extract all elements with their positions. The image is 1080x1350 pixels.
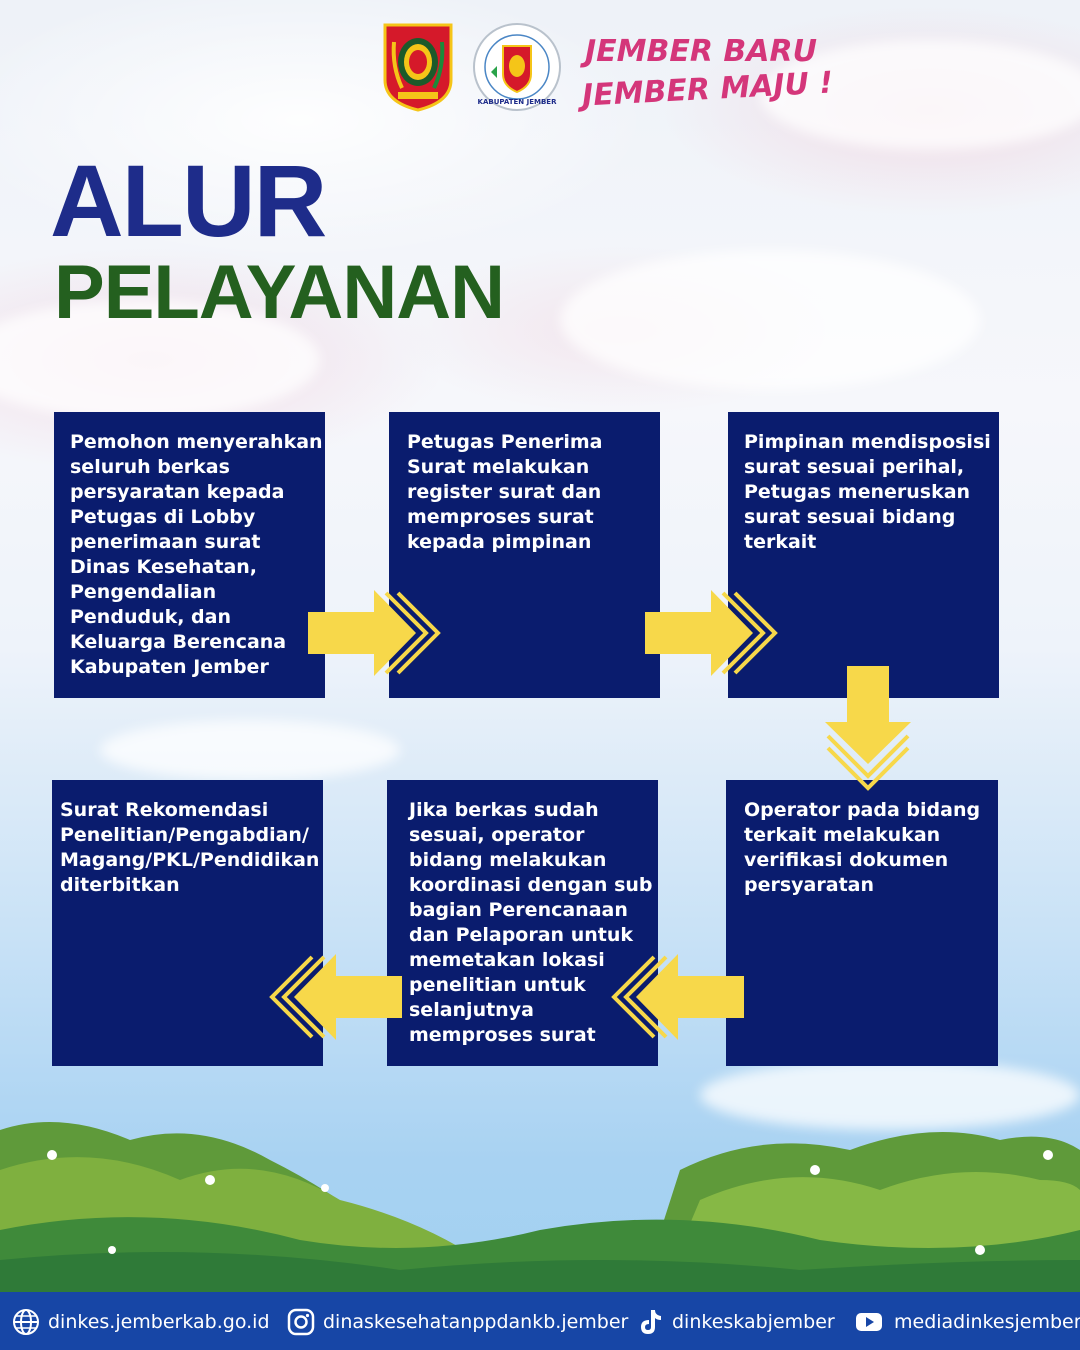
arrow-left-1 — [611, 954, 744, 1040]
arrow-left-2 — [269, 954, 402, 1040]
header-logos: KABUPATEN JEMBER JEMBER BARU JEMBER MAJU… — [0, 22, 1080, 122]
step-5-line: bagian Perencanaan — [409, 899, 628, 921]
step-5-line: penelitian untuk — [409, 974, 586, 996]
step-1-line: seluruh berkas — [70, 456, 230, 478]
footer-tiktok-link[interactable]: dinkeskabjember — [636, 1308, 835, 1336]
step-5-line: koordinasi dengan sub — [409, 874, 653, 896]
step-6-line: Magang/PKL/Pendidikan — [60, 849, 320, 871]
step-2-line: kepada pimpinan — [407, 531, 592, 553]
step-5-line: memetakan lokasi — [409, 949, 605, 971]
step-1-line: penerimaan surat — [70, 531, 261, 553]
step-6-line: diterbitkan — [60, 874, 180, 896]
step-box-1: Pemohon menyerahkan seluruh berkas persyar… — [54, 412, 325, 698]
footer-website-link[interactable]: dinkes.jemberkab.go.id — [12, 1308, 270, 1336]
step-5-line: Jika berkas sudah — [409, 799, 599, 821]
step-2-line: Surat melakukan — [407, 456, 590, 478]
step-5-line: dan Pelaporan untuk — [409, 924, 633, 946]
footer-youtube-text: mediadinkesjember — [894, 1311, 1080, 1333]
step-1-line: persyaratan kepada — [70, 481, 285, 503]
step-6-line: Penelitian/Pengabdian/ — [60, 824, 309, 846]
tiktok-icon — [641, 1310, 661, 1334]
cloud — [100, 720, 400, 780]
regency-emblem-logo — [383, 23, 453, 112]
step-1-line: Kabupaten Jember — [70, 656, 269, 678]
seal-text: KABUPATEN JEMBER — [478, 98, 558, 106]
step-3-line: Pimpinan mendisposisi — [744, 431, 991, 453]
step-3-text: Pimpinan mendisposisi surat sesuai periha… — [744, 430, 991, 555]
cloud — [760, 40, 1080, 150]
footer-instagram-text: dinaskesehatanppdankb.jember — [323, 1311, 629, 1333]
footer-website-text: dinkes.jemberkab.go.id — [48, 1311, 270, 1333]
arrow-down — [825, 666, 911, 791]
step-5-line: selanjutnya — [409, 999, 534, 1021]
step-2-line: Petugas Penerima — [407, 431, 603, 453]
step-1-line: Petugas di Lobby — [70, 506, 256, 528]
step-1-text: Pemohon menyerahkan seluruh berkas persyar… — [70, 430, 323, 680]
step-6-line: Surat Rekomendasi — [60, 799, 269, 821]
step-box-4: Operator pada bidang terkait melakukan ver… — [726, 780, 998, 1066]
footer-youtube-link[interactable]: mediadinkesjember — [852, 1308, 1080, 1336]
step-1-line: Keluarga Berencana — [70, 631, 287, 653]
step-3-line: Petugas meneruskan — [744, 481, 971, 503]
footer-bar: dinkes.jemberkab.go.id dinaskesehatanppd… — [0, 1292, 1080, 1350]
step-3-line: surat sesuai perihal, — [744, 456, 965, 478]
slogan-line2: JEMBER MAJU ! — [581, 65, 834, 114]
cloud — [700, 1060, 1080, 1130]
step-5-line: memproses surat — [409, 1024, 596, 1046]
page-subtitle: PELAYANAN — [54, 250, 505, 335]
step-4-line: Operator pada bidang — [744, 799, 981, 821]
step-box-5: Jika berkas sudah sesuai, operator bidang … — [387, 780, 658, 1066]
step-1-line: Dinas Kesehatan, — [70, 556, 258, 578]
step-5-text: Jika berkas sudah sesuai, operator bidang … — [409, 798, 653, 1048]
footer-tiktok-text: dinkeskabjember — [672, 1311, 835, 1333]
cloud — [560, 250, 980, 390]
dinkes-seal-logo: KABUPATEN JEMBER — [473, 23, 561, 111]
step-1-line: Pemohon menyerahkan — [70, 431, 323, 453]
arrow-right-1 — [308, 590, 441, 676]
globe-icon — [13, 1309, 39, 1335]
green-hills-illustration — [0, 1122, 1080, 1295]
step-5-line: bidang melakukan — [409, 849, 607, 871]
step-4-line: verifikasi dokumen — [744, 849, 949, 871]
instagram-icon — [287, 1308, 315, 1336]
step-4-line: terkait melakukan — [744, 824, 941, 846]
arrow-right-2 — [645, 590, 778, 676]
step-5-line: sesuai, operator — [409, 824, 585, 846]
step-box-3: Pimpinan mendisposisi surat sesuai periha… — [728, 412, 999, 698]
step-1-line: Penduduk, dan — [70, 606, 232, 628]
slogan-line1: JEMBER BARU — [585, 34, 817, 69]
step-4-text: Operator pada bidang terkait melakukan ver… — [744, 798, 980, 898]
cloud — [0, 300, 320, 420]
youtube-icon — [856, 1313, 882, 1331]
step-3-line: surat sesuai bidang — [744, 506, 956, 528]
step-1-line: Pengendalian — [70, 581, 217, 603]
page-title: ALUR — [50, 144, 327, 258]
footer-instagram-link[interactable]: dinaskesehatanppdankb.jember — [287, 1308, 628, 1336]
step-4-line: persyaratan — [744, 874, 874, 896]
step-2-line: memproses surat — [407, 506, 594, 528]
step-3-line: terkait — [744, 531, 817, 553]
step-2-line: register surat dan — [407, 481, 602, 503]
